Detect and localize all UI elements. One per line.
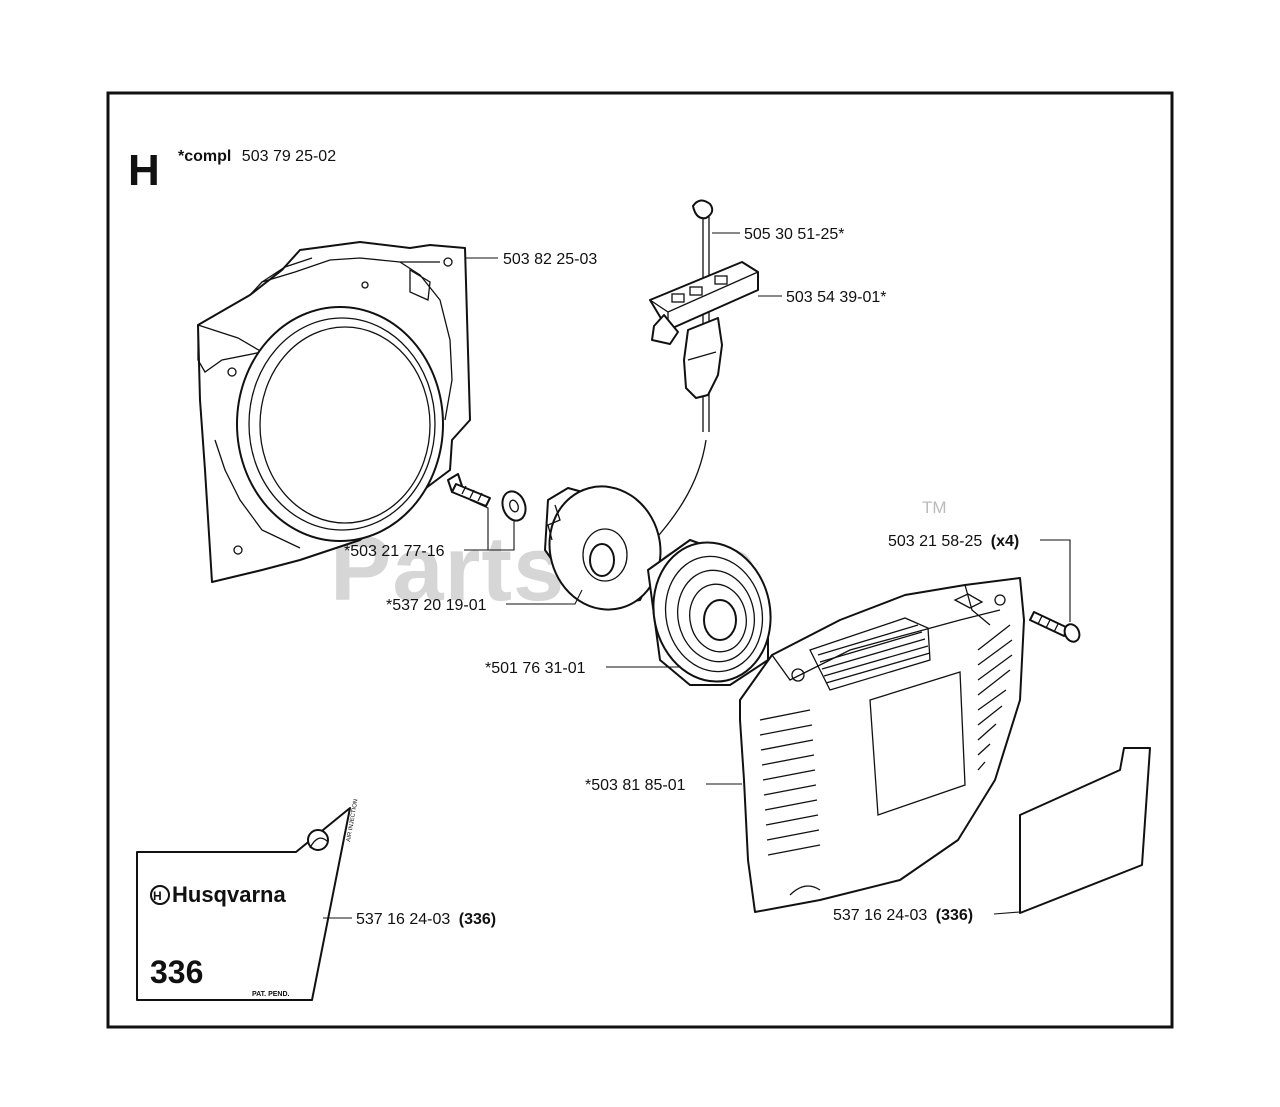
cover-screw-drawing: [1029, 611, 1081, 643]
label-fan-housing: 503 82 25-03: [503, 251, 597, 268]
screw-drawing: [447, 473, 527, 522]
starter-cover-drawing: [739, 577, 1025, 913]
decal-left-number: 537 16 24-03: [356, 911, 450, 928]
decal-right-model: (336): [936, 907, 973, 924]
label-spring: *501 76 31-01: [485, 660, 586, 677]
compl-prefix: *compl: [178, 148, 231, 165]
decal-logo-mark: H: [153, 889, 162, 903]
label-rope: 505 30 51-25*: [744, 226, 845, 243]
leader-pulley: [506, 589, 583, 605]
decal-brand: Husqvarna: [172, 882, 286, 907]
handle-drawing: [649, 261, 759, 399]
decal-left-drawing: AIR INJECTION H Husqvarna 336 PAT. PEND.: [136, 799, 359, 1001]
decal-left-model: (336): [459, 911, 496, 928]
label-starter-cover: *503 81 85-01: [585, 777, 686, 794]
decal-right-number: 537 16 24-03: [833, 907, 927, 924]
watermark-trademark: TM: [922, 498, 947, 517]
decal-model: 336: [150, 954, 203, 990]
label-handle: 503 54 39-01*: [786, 289, 887, 306]
cover-screw-number: 503 21 58-25: [888, 533, 982, 550]
decal-pat: PAT. PEND.: [252, 991, 290, 998]
leader-screw: [464, 499, 515, 551]
compl-label: *compl 503 79 25-02: [178, 148, 336, 165]
spring-drawing: [647, 539, 772, 686]
compl-number: 503 79 25-02: [242, 148, 336, 165]
fan-housing-drawing: [197, 241, 471, 583]
cover-screw-qty: (x4): [991, 533, 1019, 550]
decal-right-drawing: [1019, 747, 1151, 914]
section-letter: H: [128, 146, 160, 195]
label-decal-right: 537 16 24-03 (336): [833, 907, 973, 924]
label-cover-screw: 503 21 58-25 (x4): [888, 533, 1019, 550]
label-decal-left: 537 16 24-03 (336): [356, 911, 496, 928]
label-pulley: *537 20 19-01: [386, 597, 487, 614]
leader-cover-screw: [1040, 539, 1071, 622]
label-screw: *503 21 77-16: [344, 543, 445, 560]
pulley-drawing: [544, 485, 662, 611]
leader-decal-right: [993, 911, 1021, 915]
